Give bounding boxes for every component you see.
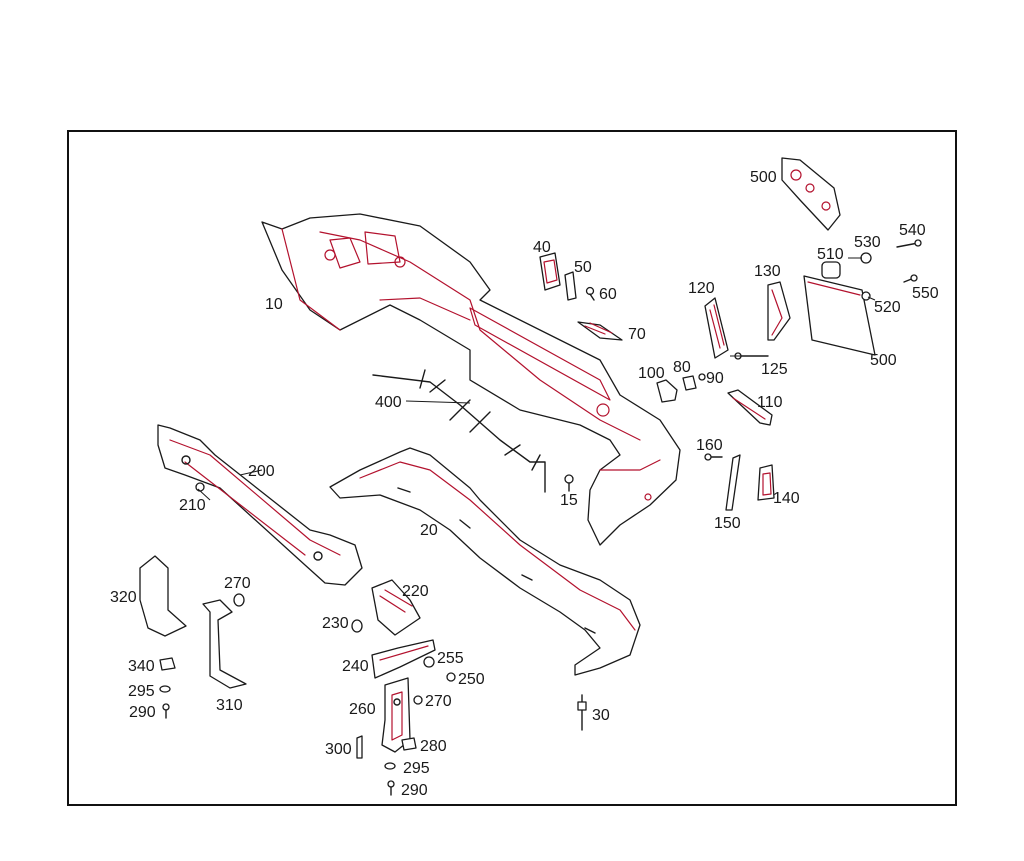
callout-550: 550: [912, 285, 939, 302]
callout-310: 310: [216, 697, 243, 714]
callout-255: 255: [437, 650, 464, 667]
callout-500-panel: 500: [870, 352, 897, 369]
part-270-nut-upper[interactable]: [233, 593, 245, 607]
part-40-clip[interactable]: [539, 252, 561, 291]
part-110-rail[interactable]: [727, 389, 773, 426]
part-220-bracket[interactable]: [371, 579, 421, 636]
part-50-bracket[interactable]: [564, 271, 577, 301]
part-310-bracket[interactable]: [202, 599, 247, 689]
callout-295-left: 295: [128, 683, 155, 700]
callout-160: 160: [696, 437, 723, 454]
callout-540: 540: [899, 222, 926, 239]
part-500-plate-panel[interactable]: [803, 275, 876, 356]
part-150-strip[interactable]: [725, 454, 741, 511]
part-550-bolt[interactable]: [903, 274, 918, 283]
callout-60: 60: [599, 286, 617, 303]
part-290-bolt-left[interactable]: [162, 703, 170, 719]
callout-125: 125: [761, 361, 788, 378]
callout-260: 260: [349, 701, 376, 718]
part-60-screw[interactable]: [585, 286, 595, 301]
part-100-holder[interactable]: [656, 379, 678, 403]
callout-130: 130: [754, 263, 781, 280]
part-250-screw[interactable]: [446, 672, 456, 682]
part-255-washer[interactable]: [423, 656, 435, 668]
callout-40: 40: [533, 239, 551, 256]
part-400-wiring-harness[interactable]: [372, 369, 546, 493]
callout-500-gasket: 500: [750, 169, 777, 186]
callout-295-lower: 295: [403, 760, 430, 777]
callout-20: 20: [420, 522, 438, 539]
callout-15: 15: [560, 492, 578, 509]
part-295-washer-lower[interactable]: [384, 762, 396, 770]
callout-320: 320: [110, 589, 137, 606]
callout-270-upper: 270: [224, 575, 251, 592]
part-280-clip[interactable]: [401, 737, 417, 751]
part-120-reflector[interactable]: [704, 297, 729, 359]
callout-50: 50: [574, 259, 592, 276]
part-15-screw[interactable]: [564, 474, 574, 492]
callout-400: 400: [375, 394, 402, 411]
callout-120: 120: [688, 280, 715, 297]
part-320-bracket[interactable]: [139, 555, 187, 637]
part-295-washer-left[interactable]: [159, 685, 171, 693]
callout-200: 200: [248, 463, 275, 480]
callout-250: 250: [458, 671, 485, 688]
diagram-frame: [67, 130, 957, 806]
callout-30: 30: [592, 707, 610, 724]
part-90-ring[interactable]: [698, 373, 706, 381]
part-140-latch[interactable]: [757, 464, 775, 501]
part-240-mount[interactable]: [371, 639, 436, 679]
callout-210: 210: [179, 497, 206, 514]
part-30-pin[interactable]: [577, 694, 587, 731]
callout-140: 140: [773, 490, 800, 507]
callout-labels: 10 15 20 30 40 50 60 70 80 90 100 110 12…: [110, 169, 939, 799]
part-530-clip[interactable]: [860, 252, 872, 264]
part-340-clip[interactable]: [159, 657, 176, 671]
part-160-bolt[interactable]: [704, 453, 723, 461]
part-130-reflector[interactable]: [767, 281, 791, 341]
callout-300: 300: [325, 741, 352, 758]
callout-90: 90: [706, 370, 724, 387]
callout-510: 510: [817, 246, 844, 263]
callout-240: 240: [342, 658, 369, 675]
callout-10: 10: [265, 296, 283, 313]
part-510-sleeve[interactable]: [821, 261, 841, 279]
callout-220: 220: [402, 583, 429, 600]
part-500-gasket[interactable]: [781, 157, 841, 231]
part-540-bolt[interactable]: [896, 239, 922, 248]
part-10-bumper-cover[interactable]: [261, 213, 681, 546]
part-70-pad[interactable]: [577, 321, 623, 341]
callout-70: 70: [628, 326, 646, 343]
callout-150: 150: [714, 515, 741, 532]
callout-530: 530: [854, 234, 881, 251]
leader-lines: [197, 257, 876, 501]
callout-270-lower: 270: [425, 693, 452, 710]
callout-290-lower: 290: [401, 782, 428, 799]
callout-100: 100: [638, 365, 665, 382]
part-210-nut[interactable]: [195, 482, 205, 492]
callout-80: 80: [673, 359, 691, 376]
part-260-plate[interactable]: [381, 677, 411, 753]
part-230-washer[interactable]: [351, 619, 363, 633]
callout-520: 520: [874, 299, 901, 316]
part-20-lower-panel[interactable]: [329, 447, 641, 676]
part-300-pin[interactable]: [356, 735, 363, 759]
callout-230: 230: [322, 615, 349, 632]
part-290-bolt-lower[interactable]: [387, 780, 395, 796]
callout-110: 110: [757, 394, 783, 411]
part-270-nut-lower[interactable]: [413, 695, 423, 705]
callout-340: 340: [128, 658, 155, 675]
part-80-sensor[interactable]: [682, 375, 697, 391]
callout-290-left: 290: [129, 704, 156, 721]
callout-280: 280: [420, 738, 447, 755]
part-200-impact-bar[interactable]: [157, 424, 363, 586]
part-520-nut[interactable]: [861, 291, 871, 301]
